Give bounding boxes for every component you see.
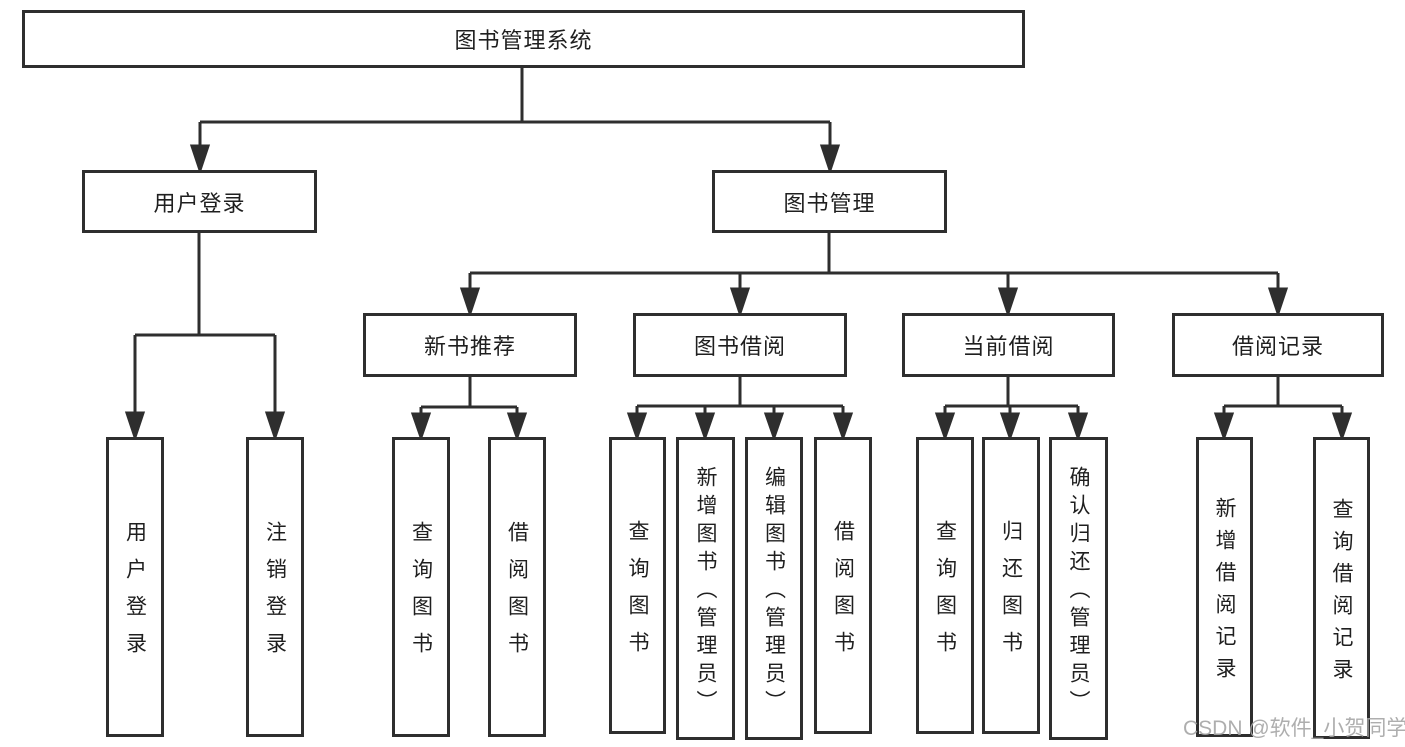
leaf-query-books-current-label: 查询图书 bbox=[933, 519, 957, 668]
connector-user-login-children bbox=[124, 233, 286, 442]
leaf-query-books-current: 查询图书 bbox=[916, 437, 974, 734]
node-user-login-label: 用户登录 bbox=[153, 190, 246, 216]
node-user-login: 用户登录 bbox=[82, 170, 317, 233]
leaf-confirm-return-admin-label: 确认归还（管理员） bbox=[1067, 466, 1090, 718]
leaf-borrow-books-recommend-label: 借阅图书 bbox=[505, 521, 529, 669]
node-book-borrowing-label: 图书借阅 bbox=[693, 334, 786, 359]
leaf-edit-books-admin: 编辑图书（管理员） bbox=[745, 437, 803, 740]
connector-root-to-level2 bbox=[189, 68, 841, 175]
node-current-borrowing: 当前借阅 bbox=[902, 313, 1115, 377]
connector-new-book-rec-children bbox=[410, 377, 528, 442]
connector-book-borrow-children bbox=[626, 377, 854, 442]
node-borrowing-records: 借阅记录 bbox=[1172, 313, 1384, 377]
connector-borrow-records-children bbox=[1213, 377, 1353, 442]
node-new-book-recommend-label: 新书推荐 bbox=[423, 334, 516, 359]
leaf-query-borrow-record-label: 查询借阅记录 bbox=[1330, 497, 1353, 690]
leaf-add-books-admin-label: 新增图书（管理员） bbox=[694, 466, 717, 718]
node-current-borrowing-label: 当前借阅 bbox=[962, 334, 1055, 359]
leaf-add-borrow-record: 新增借阅记录 bbox=[1196, 437, 1253, 737]
leaf-query-books-borrowing: 查询图书 bbox=[609, 437, 666, 734]
leaf-return-books-label: 归还图书 bbox=[999, 519, 1023, 668]
leaf-confirm-return-admin: 确认归还（管理员） bbox=[1049, 437, 1108, 740]
node-book-borrowing: 图书借阅 bbox=[633, 313, 847, 377]
leaf-borrow-books-borrowing-label: 借阅图书 bbox=[831, 519, 855, 668]
leaf-logout-label: 注销登录 bbox=[263, 521, 287, 669]
watermark-text: CSDN @软件_小贺同学 bbox=[1183, 717, 1405, 740]
connector-book-mgmt-children bbox=[459, 233, 1289, 318]
leaf-user-login-label: 用户登录 bbox=[123, 521, 147, 669]
leaf-add-borrow-record-label: 新增借阅记录 bbox=[1213, 496, 1236, 689]
node-library-system-label: 图书管理系统 bbox=[454, 28, 593, 53]
connector-current-borrow-children bbox=[934, 377, 1089, 442]
leaf-query-books-borrowing-label: 查询图书 bbox=[626, 519, 649, 668]
leaf-add-books-admin: 新增图书（管理员） bbox=[676, 437, 735, 740]
leaf-user-login: 用户登录 bbox=[106, 437, 164, 737]
node-library-system: 图书管理系统 bbox=[22, 10, 1025, 68]
leaf-return-books: 归还图书 bbox=[982, 437, 1040, 734]
node-book-management-label: 图书管理 bbox=[783, 190, 876, 216]
leaf-query-books-recommend: 查询图书 bbox=[392, 437, 450, 737]
leaf-logout: 注销登录 bbox=[246, 437, 304, 737]
node-new-book-recommend: 新书推荐 bbox=[363, 313, 577, 377]
leaf-query-borrow-record: 查询借阅记录 bbox=[1313, 437, 1370, 739]
leaf-edit-books-admin-label: 编辑图书（管理员） bbox=[762, 466, 786, 718]
leaf-query-books-recommend-label: 查询图书 bbox=[409, 521, 433, 669]
node-book-management: 图书管理 bbox=[712, 170, 947, 233]
node-borrowing-records-label: 借阅记录 bbox=[1231, 334, 1324, 359]
leaf-borrow-books-recommend: 借阅图书 bbox=[488, 437, 546, 737]
leaf-borrow-books-borrowing: 借阅图书 bbox=[814, 437, 872, 734]
